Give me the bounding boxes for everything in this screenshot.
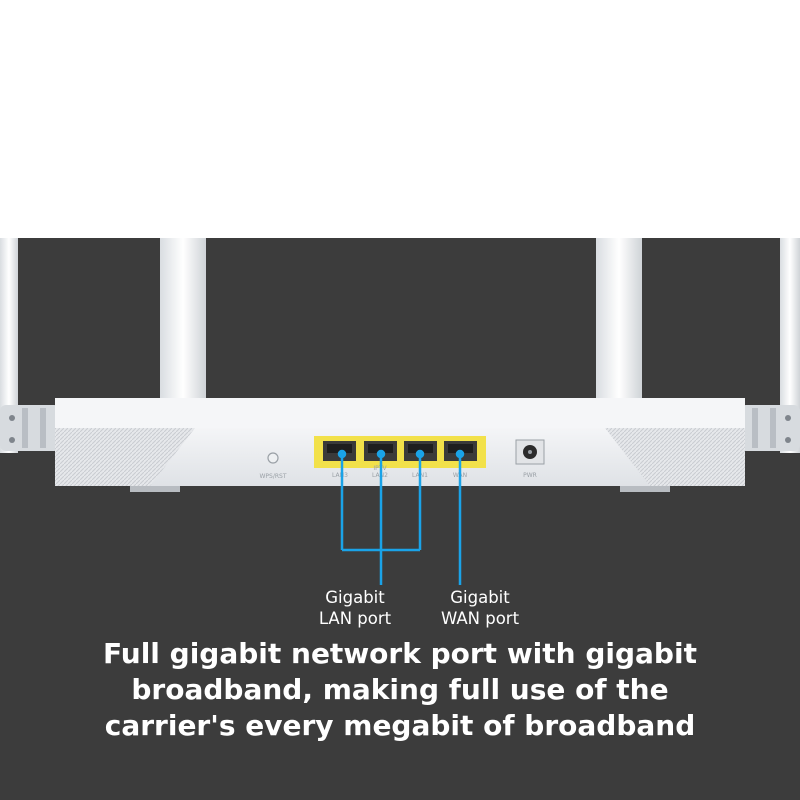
wan-caption-line1: Gigabit — [450, 588, 510, 607]
lan-port-caption: Gigabit LAN port — [300, 587, 410, 629]
wan-port-caption: Gigabit WAN port — [425, 587, 535, 629]
dark-background-panel — [0, 238, 800, 800]
lan3-label: LAN3 — [332, 472, 348, 479]
wan-callout-line — [455, 449, 465, 585]
headline: Full gigabit network port with gigabit b… — [20, 636, 780, 744]
wps-reset-button[interactable] — [267, 452, 279, 464]
headline-line3: carrier's every megabit of broadband — [104, 709, 696, 742]
wan-caption-line2: WAN port — [440, 609, 520, 628]
power-port[interactable] — [515, 439, 545, 465]
wps-reset-label: WPS/RST — [259, 473, 286, 480]
antenna-hinge-left — [0, 405, 60, 451]
lan-caption-line1: Gigabit — [325, 588, 385, 607]
lan-callout-lines — [337, 449, 425, 585]
router-top-edge — [55, 398, 745, 430]
antenna-left-outer — [0, 238, 18, 453]
router-right-wing — [605, 428, 745, 486]
antenna-left-inner — [160, 238, 206, 428]
lan-caption-line2: LAN port — [318, 609, 392, 628]
headline-line1: Full gigabit network port with gigabit — [103, 637, 697, 670]
antenna-hinge-right — [740, 405, 800, 451]
router-left-wing — [55, 428, 195, 486]
power-label: PWR — [523, 472, 537, 479]
router-foot-left — [130, 486, 180, 492]
top-blank-area — [0, 0, 800, 238]
antenna-right-outer — [780, 238, 800, 453]
headline-line2: broadband, making full use of the — [131, 673, 669, 706]
router-foot-right — [620, 486, 670, 492]
antenna-right-inner — [596, 238, 642, 428]
